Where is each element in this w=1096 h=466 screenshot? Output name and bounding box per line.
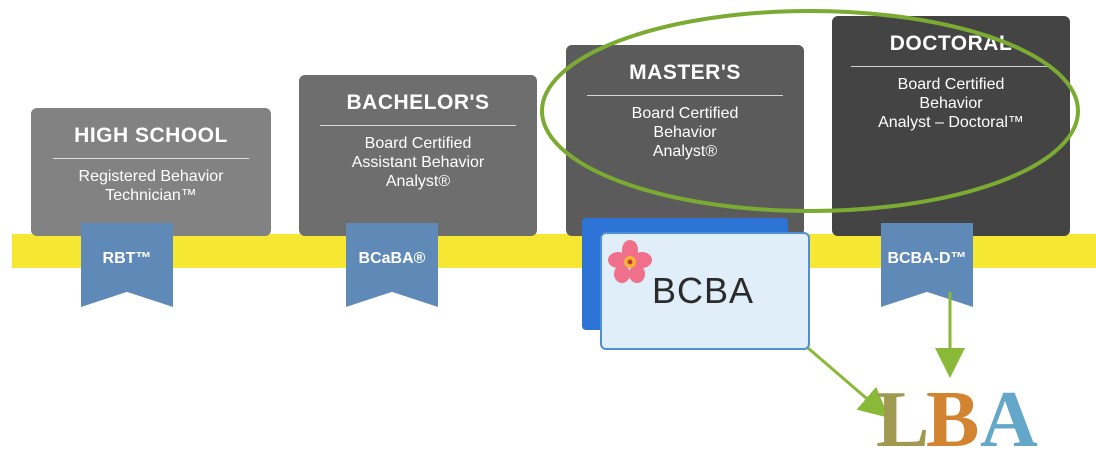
divider — [587, 95, 783, 96]
level-card-high-school: HIGH SCHOOL Registered Behavior Technici… — [31, 108, 271, 236]
description-line: Registered Behavior — [78, 168, 224, 185]
level-card-masters: MASTER'S Board Certified Behavior Analys… — [566, 45, 804, 236]
description-line: Board Certified — [364, 135, 472, 152]
description-line: Analyst® — [385, 173, 451, 190]
credential-label: BCBA — [652, 270, 755, 311]
description-line: Assistant Behavior — [351, 154, 485, 171]
level-description: Board Certified Behavior Analyst – Docto… — [832, 75, 1070, 132]
logo-letter-l: L — [876, 376, 930, 464]
level-description: Board Certified Assistant Behavior Analy… — [299, 134, 537, 191]
level-description: Board Certified Behavior Analyst® — [566, 104, 804, 161]
credential-label: BCBA-D™ — [887, 250, 967, 267]
logo-letter-b: B — [926, 376, 980, 464]
logo-letter-a: A — [980, 376, 1038, 464]
hibiscus-flower-icon — [608, 240, 652, 283]
description-line: Board Certified — [897, 76, 1005, 93]
bcba-badge: BCBA — [600, 232, 810, 350]
highlight-ellipse — [540, 9, 1080, 213]
description-line: Technician™ — [105, 187, 197, 204]
divider — [851, 66, 1051, 67]
lba-logo: L B A — [876, 380, 1056, 460]
credential-label: BCaBA® — [358, 250, 426, 267]
level-title: HIGH SCHOOL — [74, 124, 228, 147]
description-line: Analyst – Doctoral™ — [878, 114, 1024, 131]
level-description: Registered Behavior Technician™ — [31, 167, 271, 205]
arrow-bcba-to-lba — [807, 346, 890, 418]
credential-label: RBT™ — [102, 250, 152, 267]
description-line: Analyst® — [652, 143, 718, 160]
description-line: Board Certified — [631, 105, 739, 122]
divider — [320, 125, 516, 126]
divider — [53, 158, 249, 159]
level-card-bachelors: BACHELOR'S Board Certified Assistant Beh… — [299, 75, 537, 236]
description-line: Behavior — [919, 95, 983, 112]
level-title: DOCTORAL — [889, 32, 1013, 55]
level-title: BACHELOR'S — [346, 91, 490, 114]
level-title: MASTER'S — [629, 61, 741, 84]
description-line: Behavior — [653, 124, 717, 141]
